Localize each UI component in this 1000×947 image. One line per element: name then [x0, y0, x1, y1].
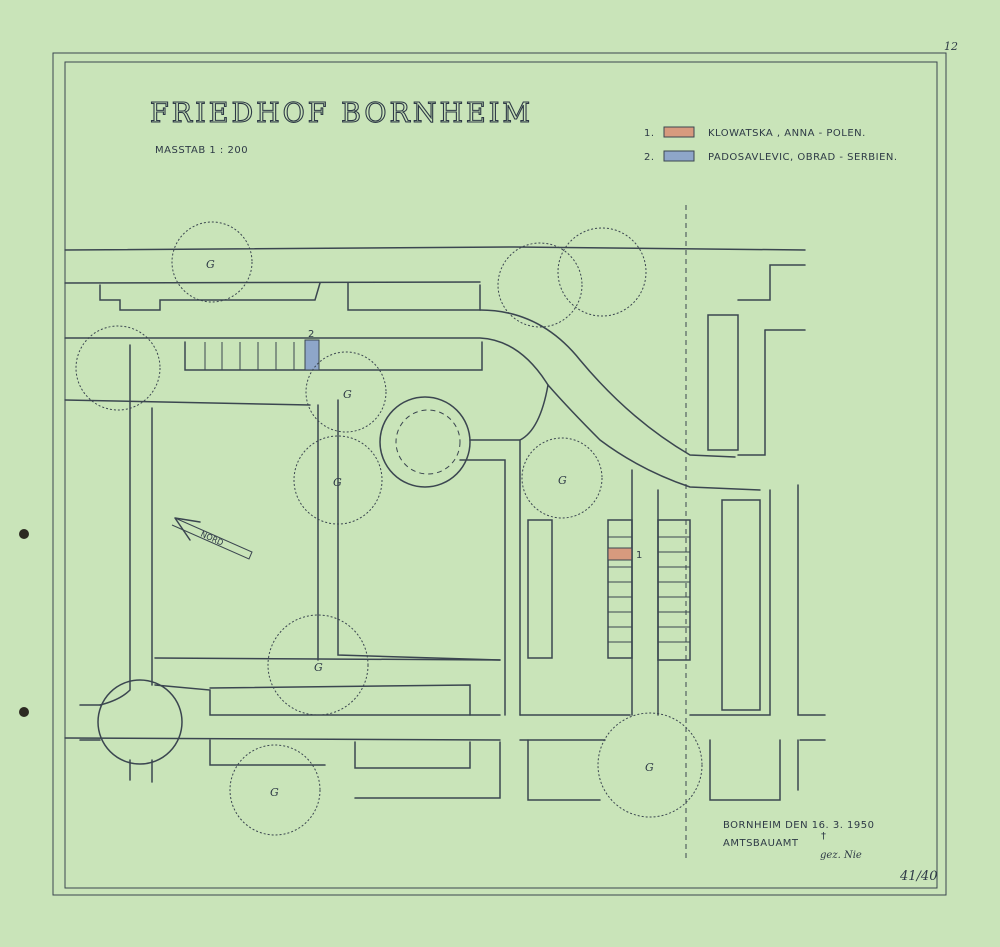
left-paths — [99, 344, 501, 706]
plan-title: FRIEDHOF BORNHEIM — [150, 98, 533, 129]
curved-path-inner — [547, 384, 761, 491]
trees: G G G G G G G — [75, 221, 703, 836]
signature-signed: gez. Nie — [820, 850, 862, 861]
inner-frame — [64, 61, 938, 889]
north-arrow: NORD — [171, 517, 253, 560]
outer-frame — [52, 52, 947, 896]
signature-office: AMTSBAUAMT — [723, 838, 799, 849]
right-buildings — [707, 264, 806, 456]
legend-text-1: KLOWATSKA , ANNA - POLEN. — [708, 128, 866, 139]
tree — [229, 744, 321, 836]
legend-swatch-2 — [663, 150, 695, 162]
legend-text-2: PADOSAVLEVIC, OBRAD - SERBIEN. — [708, 152, 898, 163]
sheet-number: 12 — [944, 40, 958, 53]
signature-block: BORNHEIM DEN 16. 3. 1950 AMTSBAUAMT † ge… — [723, 820, 875, 861]
upper-grave-section — [64, 337, 549, 406]
tree-label: G — [314, 661, 323, 674]
tree — [293, 435, 383, 525]
tree — [267, 614, 369, 716]
tree-label: G — [270, 786, 279, 799]
tree — [171, 221, 253, 303]
archive-number: 41/40 — [899, 869, 937, 884]
tree — [557, 227, 647, 317]
scale-label: MASSTAB 1 : 200 — [155, 145, 248, 156]
tree-label: G — [206, 258, 215, 271]
curved-path — [479, 309, 736, 458]
legend-number-1: 1. — [644, 128, 655, 139]
grave-marker-1 — [607, 547, 633, 561]
legend-swatch-1 — [663, 126, 695, 138]
grave-marker-2-label: 2 — [308, 329, 315, 340]
legend-number-2: 2. — [644, 152, 655, 163]
punch-hole-top — [19, 529, 29, 539]
left-roundabout — [79, 679, 183, 765]
grave-marker-2 — [304, 339, 320, 371]
signature-cross: † — [821, 831, 827, 842]
circular-plot — [379, 384, 549, 716]
right-grave-field: 1 — [527, 469, 826, 791]
tree — [521, 437, 603, 519]
tree — [75, 325, 161, 411]
punch-hole-bottom — [19, 707, 29, 717]
tree — [497, 242, 583, 328]
tree — [597, 712, 703, 818]
tree-label: G — [645, 761, 654, 774]
boundary-wall — [64, 246, 806, 311]
north-label: NORD — [199, 530, 225, 548]
tree — [305, 351, 387, 433]
tree-label: G — [333, 476, 342, 489]
grave-marker-1-label: 1 — [636, 550, 643, 561]
tree-label: G — [343, 388, 352, 401]
signature-place-date: BORNHEIM DEN 16. 3. 1950 — [723, 820, 875, 831]
tree-label: G — [558, 474, 567, 487]
lower-blocks — [64, 684, 781, 801]
legend: 1. KLOWATSKA , ANNA - POLEN. 2. PADOSAVL… — [644, 126, 898, 163]
